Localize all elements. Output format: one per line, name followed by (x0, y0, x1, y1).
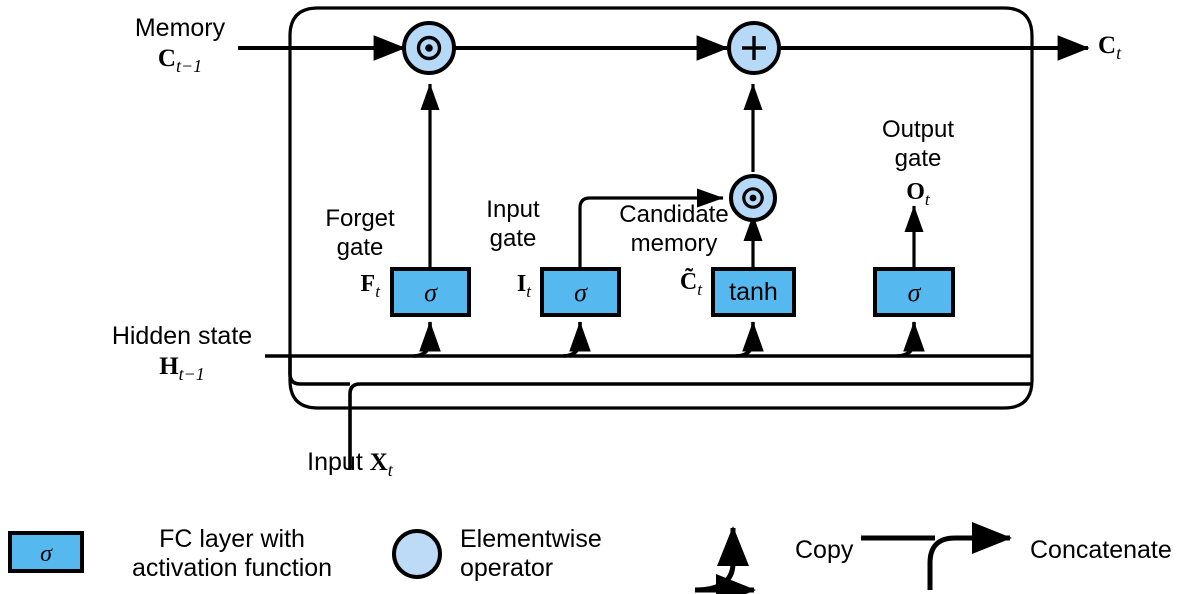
legend-copy-label: Copy (795, 536, 854, 564)
memory-symbol: Ct−1 (110, 46, 250, 75)
forget-multiply-operator (402, 21, 456, 75)
input-gate-symbol: It (453, 272, 531, 300)
legend-fc-layer-line2: activation function (131, 554, 333, 582)
forget-symbol-base: F (360, 271, 376, 297)
forget-gate-box[interactable] (390, 267, 471, 317)
memory-output-sub: t (1116, 43, 1122, 63)
branch-to-output-gate (896, 321, 925, 358)
memory-output-base: C (1098, 32, 1117, 59)
candidate-symbol-base: C̃ (679, 269, 698, 295)
memory-output-symbol: Ct (1098, 33, 1158, 62)
hidden-symbol-base: H (159, 353, 179, 380)
candidate-label-line1: Candidate (619, 201, 729, 228)
input-gate-label-line2: gate (489, 225, 537, 252)
output-gate-symbol-sub: t (924, 189, 930, 209)
input-symbol-base: X (369, 449, 388, 476)
memory-add-operator (727, 21, 781, 75)
candidate-label-line2: memory (630, 230, 718, 257)
hidden-state-symbol: Ht−1 (100, 354, 264, 383)
input-bus (348, 382, 1032, 470)
forget-gate-label-line1: Forget (325, 205, 395, 232)
input-gate-to-multiply-line (578, 188, 724, 268)
legend-elementwise-line2: operator (460, 554, 554, 582)
input-symbol-sub: t (387, 460, 393, 480)
legend-concatenate-label: Concatenate (1030, 536, 1172, 564)
branch-to-forget-gate (412, 321, 441, 358)
concat-corner (288, 356, 350, 386)
legend-concatenate-arrow-icon (861, 521, 1013, 590)
branch-to-candidate-gate (735, 321, 764, 358)
candidate-multiply-operator (729, 174, 777, 222)
forget-symbol-sub: t (375, 281, 380, 301)
output-gate-box[interactable] (873, 267, 955, 317)
hidden-symbol-sub: t−1 (178, 364, 205, 384)
candidate-memory-box[interactable] (711, 267, 796, 317)
output-gate-symbol-base: O (906, 179, 925, 205)
input-gate-symbol-sub: t (526, 281, 531, 301)
legend-sigma-box-icon (8, 531, 84, 573)
input-gate-activation: σ (574, 278, 587, 307)
candidate-symbol-sub: t (697, 279, 702, 299)
legend-copy-arrow-icon (694, 525, 757, 594)
legend-fc-layer-line1: FC layer with (159, 525, 305, 553)
output-gate-symbol: Ot (854, 180, 982, 208)
legend-circle-icon (392, 529, 442, 579)
input-gate-label-line1: Input (486, 196, 540, 223)
memory-label: Memory (134, 14, 226, 42)
candidate-gate-activation: tanh (729, 278, 778, 306)
input-label: Input Xt (232, 448, 468, 480)
output-gate-activation: σ (907, 278, 921, 307)
forget-gate-activation: σ (424, 278, 437, 307)
legend-sigma-text: σ (40, 541, 52, 567)
forget-gate-label-line2: gate (336, 234, 384, 261)
output-gate-label-line1: Output (881, 116, 955, 143)
legend-elementwise-line1: Elementwise (460, 525, 602, 553)
memory-symbol-sub: t−1 (175, 56, 203, 76)
memory-symbol-base: C (157, 45, 176, 72)
branch-to-input-gate (562, 321, 591, 358)
output-gate-label-line2: gate (894, 145, 942, 172)
hidden-state-label: Hidden state (111, 322, 253, 350)
input-label-text: Input (307, 448, 363, 476)
forget-gate-symbol: Ft (300, 272, 380, 300)
cell-boundary (288, 6, 1034, 410)
input-gate-box[interactable] (540, 267, 621, 317)
input-gate-symbol-base: I (516, 271, 527, 297)
candidate-symbol: C̃t (620, 270, 702, 298)
